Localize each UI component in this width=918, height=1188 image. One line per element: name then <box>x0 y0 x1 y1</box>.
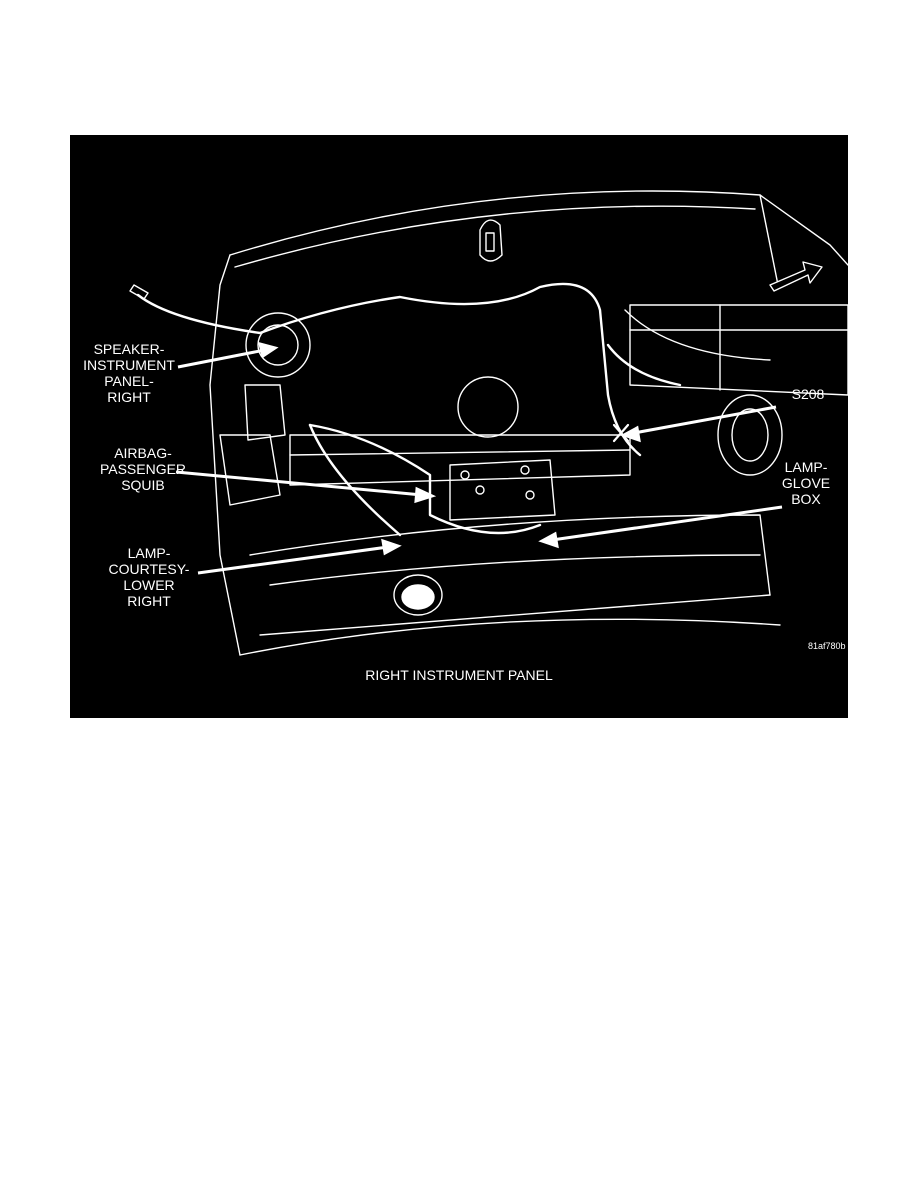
right-duct <box>629 304 848 396</box>
defroster-outlet <box>479 219 503 262</box>
callout-splice-s208: S208 <box>791 386 825 402</box>
courtesy-lamp <box>393 574 443 616</box>
mounting-plate <box>449 459 556 521</box>
dash-top-inner <box>234 205 756 268</box>
callout-speaker-instrument-panel-right: SPEAKER- INSTRUMENT PANEL- RIGHT <box>83 341 175 405</box>
splice-marker <box>612 423 630 443</box>
diagram-figure: SPEAKER- INSTRUMENT PANEL- RIGHT AIRBAG-… <box>70 135 848 718</box>
figure-code: 81af780b <box>808 641 846 651</box>
callout-lamp-glove-box: LAMP- GLOVE BOX <box>781 459 831 507</box>
wiring-harness <box>136 282 642 457</box>
fwd-arrow <box>769 261 823 292</box>
connector-plug <box>129 284 149 300</box>
dash-top-edge <box>229 190 779 286</box>
instrument-panel-illustration <box>129 190 848 656</box>
cross-car-beam <box>289 434 631 486</box>
callout-airbag-passenger-squib: AIRBAG- PASSENGER SQUIB <box>99 445 187 493</box>
speaker-pocket <box>245 312 311 378</box>
callout-lamp-courtesy-lower-right: LAMP- COURTESY- LOWER RIGHT <box>108 545 190 609</box>
figure-caption: RIGHT INSTRUMENT PANEL <box>365 667 553 683</box>
